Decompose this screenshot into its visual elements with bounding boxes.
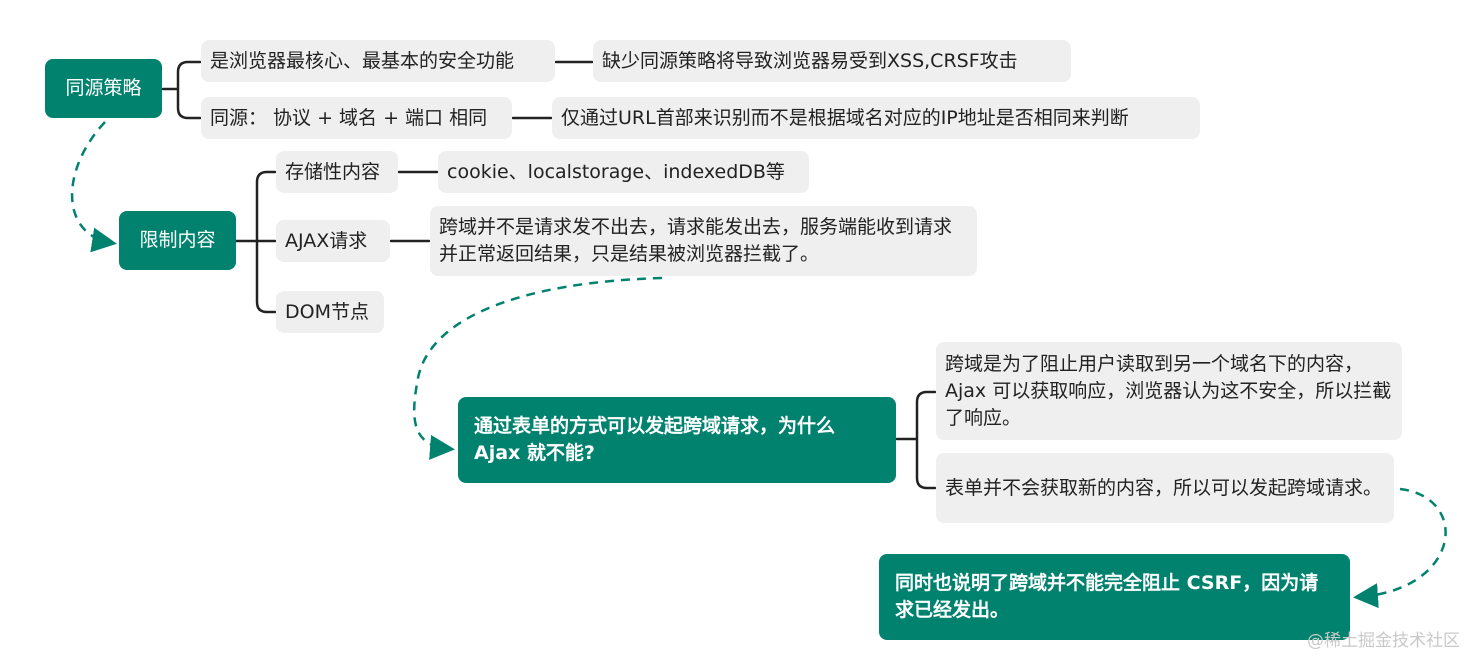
node-ajax-description[interactable]: 跨域并不是请求发不出去，请求能发出去，服务端能收到请求并正常返回结果，只是结果被…	[430, 206, 977, 276]
node-core-security[interactable]: 是浏览器最核心、最基本的安全功能	[201, 40, 555, 82]
node-origin-definition[interactable]: 同源： 协议 + 域名 + 端口 相同	[201, 97, 512, 139]
bracket-same-origin	[161, 60, 202, 120]
dashed-link-ajax-to-form-question	[412, 276, 663, 460]
watermark: @稀土掘金技术社区	[1307, 631, 1460, 651]
node-ajax-request[interactable]: AJAX请求	[276, 220, 390, 262]
node-answer-form[interactable]: 表单并不会获取新的内容，所以可以发起跨域请求。	[936, 453, 1394, 523]
node-form-question[interactable]: 通过表单的方式可以发起跨域请求，为什么 Ajax 就不能?	[458, 397, 896, 483]
node-conclusion-csrf[interactable]: 同时也说明了跨域并不能完全阻止 CSRF，因为请求已经发出。	[879, 554, 1350, 640]
node-url-identify[interactable]: 仅通过URL首部来识别而不是根据域名对应的IP地址是否相同来判断	[552, 97, 1200, 139]
node-answer-security[interactable]: 跨域是为了阻止用户读取到另一个域名下的内容，Ajax 可以获取响应，浏览器认为这…	[936, 342, 1402, 440]
node-same-origin-policy[interactable]: 同源策略	[45, 59, 162, 118]
dashed-link-same-origin-to-restrictions	[70, 121, 117, 253]
node-dom-node[interactable]: DOM节点	[276, 291, 384, 333]
node-restrictions[interactable]: 限制内容	[119, 211, 236, 270]
node-storage-content[interactable]: 存储性内容	[276, 151, 398, 193]
bracket-form-question	[895, 390, 937, 490]
node-storage-items[interactable]: cookie、localstorage、indexedDB等	[438, 151, 809, 193]
dashed-link-answer-to-conclusion	[1353, 487, 1447, 609]
node-lack-policy[interactable]: 缺少同源策略将导致浏览器易受到XSS,CRSF攻击	[593, 40, 1071, 82]
bracket-restrictions	[234, 170, 277, 314]
